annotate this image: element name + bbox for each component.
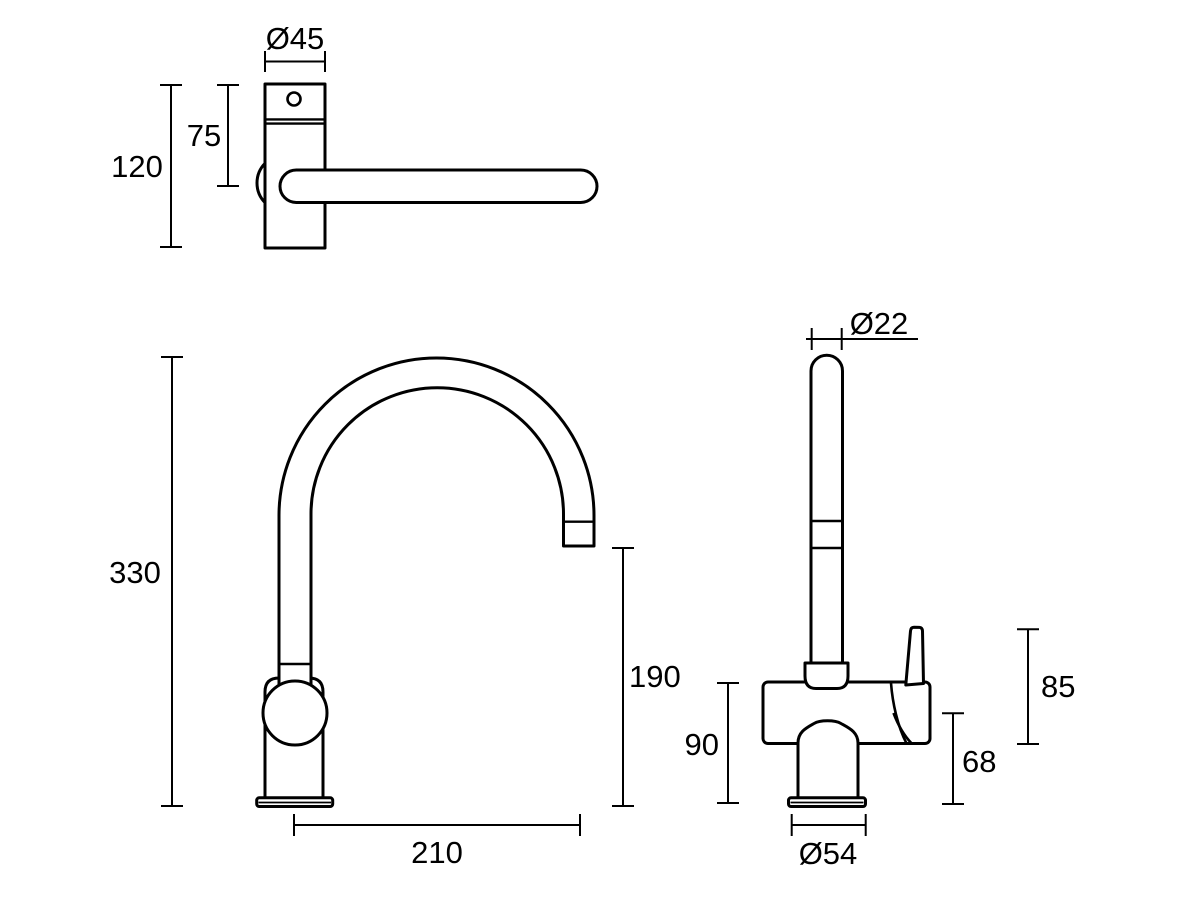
dim-label-85: 85 (1041, 669, 1075, 704)
side-view-cap-seam (889, 682, 908, 744)
dim-68: 68 (942, 712, 996, 805)
dim-90: 90 (685, 682, 739, 804)
top-view-spout (278, 168, 599, 204)
dim-label-22: Ø22 (850, 306, 909, 341)
dim-label-210: 210 (411, 835, 463, 870)
dim-label-190: 190 (629, 659, 681, 694)
dim-label-45: Ø45 (266, 21, 325, 56)
side-view-riser-tube (809, 353, 844, 665)
side-view-tube-foot (803, 661, 850, 690)
dim-45: Ø45 (264, 21, 326, 72)
dim-label-120: 120 (111, 149, 163, 184)
dim-label-54: Ø54 (799, 836, 858, 871)
side-view-lever (904, 625, 925, 687)
front-view-gooseneck-spout (277, 356, 596, 692)
dim-120: 120 (111, 84, 182, 248)
dim-label-330: 330 (109, 555, 161, 590)
top-view-body (263, 82, 327, 250)
front-view: 330 190 210 (109, 356, 681, 870)
dim-label-75: 75 (187, 118, 221, 153)
dim-label-68: 68 (962, 744, 996, 779)
top-view: Ø45 75 120 (111, 21, 599, 250)
dim-75: 75 (187, 84, 239, 187)
front-view-handle-knob (261, 679, 329, 747)
dim-85: 85 (1017, 628, 1075, 745)
dim-22: Ø22 (806, 306, 918, 350)
dim-330: 330 (109, 356, 183, 807)
dim-54: Ø54 (790, 814, 867, 871)
dim-210: 210 (293, 814, 581, 870)
top-view-fixing-hole (286, 91, 302, 107)
side-view-cap-seam-2 (892, 712, 913, 745)
side-view-base-column (796, 719, 860, 807)
dim-label-90: 90 (685, 727, 719, 762)
side-view: Ø22 90 85 68 Ø54 (685, 306, 1076, 871)
dim-190: 190 (612, 547, 681, 807)
